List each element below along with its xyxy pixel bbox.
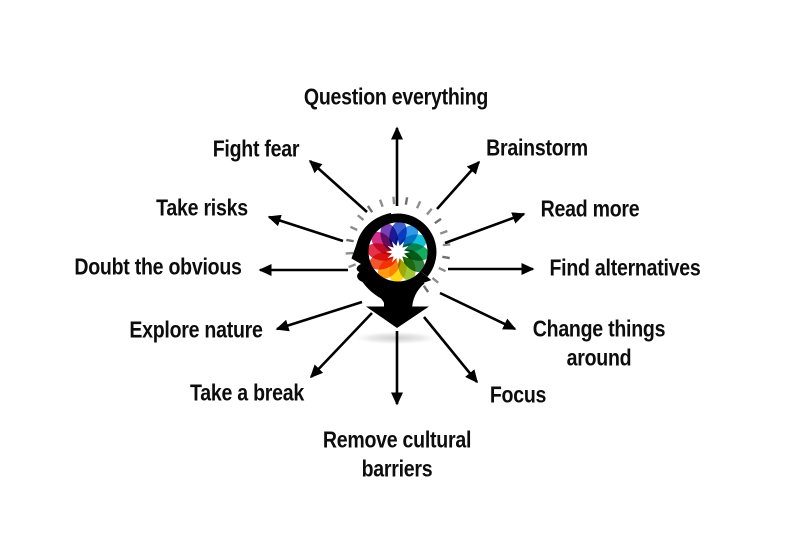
ray-dash [349, 225, 358, 232]
ray-dash [378, 199, 384, 208]
node-label-explore-nature: Explore nature [129, 316, 263, 343]
radial-arrows [258, 126, 535, 406]
ray-dash [404, 197, 409, 205]
ray-dash [434, 217, 442, 225]
node-label-find-alternatives: Find alternatives [549, 254, 701, 281]
node-label-fight-fear: Fight fear [212, 135, 300, 162]
ray-dash [415, 200, 422, 209]
arrow-brainstorm [436, 160, 480, 210]
arrow-take-risks [267, 214, 344, 243]
arrow-take-a-break [309, 312, 373, 379]
node-label-read-more: Read more [540, 195, 640, 222]
ray-dash [442, 255, 450, 260]
node-label-doubt-the-obvious: Doubt the obvious [74, 253, 242, 280]
ray-dash [422, 285, 430, 293]
node-label-take-a-break: Take a break [190, 379, 304, 406]
node-label-question-everything: Question everything [303, 83, 489, 110]
ray-dash [442, 243, 451, 247]
node-label-take-risks: Take risks [156, 194, 248, 221]
ray-dash [366, 205, 374, 213]
ray-dash [431, 277, 439, 284]
node-label-remove-cultural-barriers: Remove cultural barriers [322, 426, 472, 482]
arrow-focus [422, 316, 479, 384]
ray-dash [426, 208, 433, 216]
center-star-icon [385, 239, 411, 265]
pinwheel-icon [366, 220, 430, 284]
ray-dash [348, 263, 357, 269]
node-label-change-things-around: Change things around [532, 315, 666, 371]
node-label-focus: Focus [489, 381, 547, 408]
ray-dash [438, 266, 447, 273]
arrow-fight-fear [308, 159, 368, 213]
ray-dash [345, 251, 354, 255]
arrow-change-things [439, 291, 517, 331]
arrow-read-more [444, 212, 526, 245]
arrow-explore-nature [275, 300, 363, 332]
ray-dash [439, 229, 448, 235]
sunburst-rays-icon [345, 196, 451, 293]
ray-dash [346, 238, 354, 243]
down-arrow-icon [366, 286, 429, 328]
ray-dash [392, 196, 396, 205]
ray-dash [357, 214, 365, 221]
node-label-brainstorm: Brainstorm [486, 134, 588, 161]
